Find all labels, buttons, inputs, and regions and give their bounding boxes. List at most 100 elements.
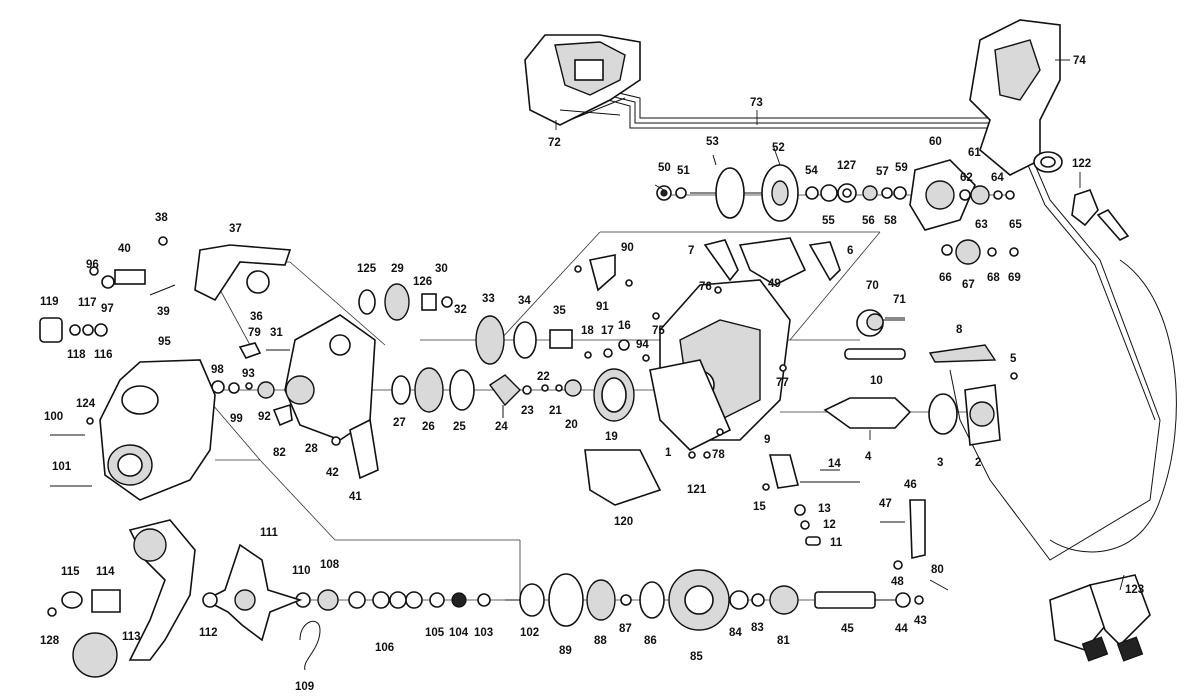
label-38: 38 <box>155 212 168 224</box>
label-29: 29 <box>391 263 404 275</box>
label-51: 51 <box>677 165 690 177</box>
label-86: 86 <box>644 635 657 647</box>
label-40: 40 <box>118 243 131 255</box>
label-66: 66 <box>939 272 952 284</box>
label-70: 70 <box>866 280 879 292</box>
label-127: 127 <box>837 160 856 172</box>
label-3: 3 <box>937 457 943 469</box>
label-85: 85 <box>690 651 703 663</box>
label-53: 53 <box>706 136 719 148</box>
label-10: 10 <box>870 375 883 387</box>
label-52: 52 <box>772 142 785 154</box>
label-84: 84 <box>729 627 742 639</box>
label-106: 106 <box>375 642 394 654</box>
label-1: 1 <box>665 447 672 459</box>
label-48: 48 <box>891 576 904 588</box>
label-36: 36 <box>250 311 263 323</box>
label-118: 118 <box>67 349 86 361</box>
label-58: 58 <box>884 215 897 227</box>
label-65: 65 <box>1009 219 1022 231</box>
label-96: 96 <box>86 259 99 271</box>
label-97: 97 <box>101 303 114 315</box>
label-112: 112 <box>199 627 218 639</box>
label-27: 27 <box>393 417 406 429</box>
label-80: 80 <box>931 564 944 576</box>
label-119: 119 <box>40 296 59 308</box>
label-44: 44 <box>895 623 908 635</box>
label-18: 18 <box>581 325 594 337</box>
label-49: 49 <box>768 278 781 290</box>
diagram-drawing <box>39 19 1177 678</box>
label-105: 105 <box>425 627 445 639</box>
label-83: 83 <box>751 622 764 634</box>
label-82: 82 <box>273 447 286 459</box>
label-46: 46 <box>904 479 917 491</box>
label-24: 24 <box>495 421 508 433</box>
label-88: 88 <box>594 635 607 647</box>
label-111: 111 <box>260 527 279 539</box>
label-109: 109 <box>295 681 314 693</box>
label-50: 50 <box>658 162 671 174</box>
label-108: 108 <box>320 559 340 571</box>
label-15: 15 <box>753 501 766 513</box>
label-98: 98 <box>211 364 224 376</box>
label-6: 6 <box>847 245 853 257</box>
label-20: 20 <box>565 419 578 431</box>
label-95: 95 <box>158 336 171 348</box>
label-125: 125 <box>357 263 377 275</box>
label-22: 22 <box>537 371 550 383</box>
label-122: 122 <box>1072 158 1091 170</box>
label-13: 13 <box>818 503 831 515</box>
label-78: 78 <box>712 449 725 461</box>
label-59: 59 <box>895 162 908 174</box>
label-43: 43 <box>914 615 927 627</box>
label-67: 67 <box>962 279 975 291</box>
label-68: 68 <box>987 272 1000 284</box>
label-124: 124 <box>76 398 96 410</box>
label-41: 41 <box>349 491 362 503</box>
label-92: 92 <box>258 411 271 423</box>
label-121: 121 <box>687 484 707 496</box>
label-30: 30 <box>435 263 448 275</box>
label-64: 64 <box>991 172 1004 184</box>
label-114: 114 <box>96 566 115 578</box>
label-23: 23 <box>521 405 534 417</box>
label-37: 37 <box>229 223 242 235</box>
label-99: 99 <box>230 413 243 425</box>
label-4: 4 <box>865 451 872 463</box>
label-25: 25 <box>453 421 466 433</box>
label-116: 116 <box>94 349 113 361</box>
label-102: 102 <box>520 627 539 639</box>
label-56: 56 <box>862 215 875 227</box>
label-34: 34 <box>518 295 531 307</box>
part-labels: 1 2 3 4 5 6 7 8 9 10 11 12 13 14 15 16 1… <box>40 55 1144 693</box>
label-126: 126 <box>413 276 432 288</box>
label-87: 87 <box>619 623 632 635</box>
label-54: 54 <box>805 165 818 177</box>
label-104: 104 <box>449 627 469 639</box>
label-31: 31 <box>270 327 283 339</box>
label-55: 55 <box>822 215 835 227</box>
label-57: 57 <box>876 166 889 178</box>
label-26: 26 <box>422 421 435 433</box>
label-89: 89 <box>559 645 572 657</box>
label-8: 8 <box>956 324 963 336</box>
label-100: 100 <box>44 411 63 423</box>
label-21: 21 <box>549 405 562 417</box>
label-45: 45 <box>841 623 854 635</box>
label-62: 62 <box>960 172 973 184</box>
label-110: 110 <box>292 565 311 577</box>
label-33: 33 <box>482 293 495 305</box>
label-2: 2 <box>975 457 981 469</box>
label-120: 120 <box>614 516 633 528</box>
label-123: 123 <box>1125 584 1144 596</box>
label-32: 32 <box>454 304 467 316</box>
label-115: 115 <box>61 566 80 578</box>
label-9: 9 <box>764 434 770 446</box>
label-75: 75 <box>652 325 665 337</box>
label-73: 73 <box>750 97 763 109</box>
label-63: 63 <box>975 219 988 231</box>
label-91: 91 <box>596 301 609 313</box>
label-16: 16 <box>618 320 631 332</box>
